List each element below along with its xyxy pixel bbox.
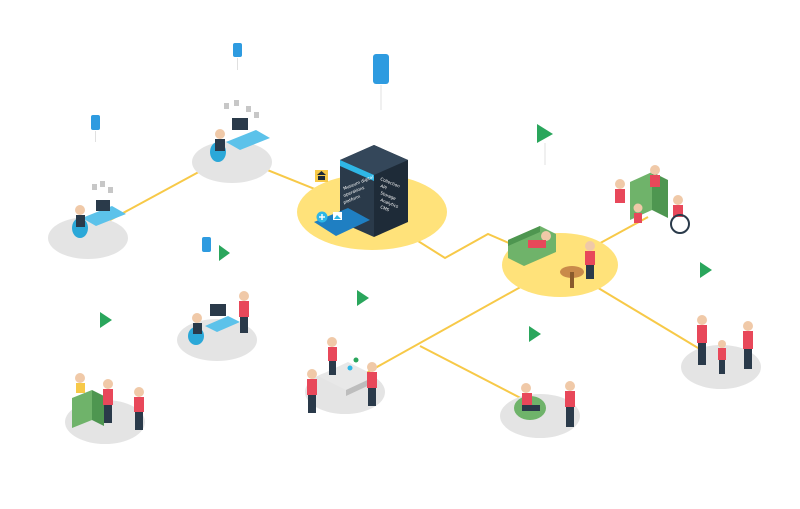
platform-desk-top [192,141,272,183]
doc-marker-icon [91,115,100,142]
scene-visitors [697,315,753,374]
image-icon [333,212,342,220]
server-side-2: API [380,183,388,190]
flag-marker-icon [219,245,230,261]
scene-reading [615,165,690,234]
hub-screen-panel [314,208,370,236]
flag-marker-icon [700,262,712,278]
server-accent-stripe [340,160,374,181]
scene-left-desk [72,181,126,238]
doc-marker-icon [373,54,389,110]
scene-lounge [508,226,595,288]
doc-marker-icon [202,237,211,252]
server-side-3: Storage [380,190,397,201]
server-label-3: platform [343,194,361,205]
doc-marker-icon [233,43,242,70]
flag-marker-icon [357,290,369,306]
scene-mid-desk [188,291,249,345]
flag-marker-icon [100,312,112,328]
scene-workshop [307,337,377,413]
scene-beanbag [514,381,575,427]
server-side-5: CMS [380,204,391,212]
markers [91,43,712,342]
platform-left-desk [48,217,128,259]
server-side-4: Analytics [380,197,400,209]
central-server: Museum digital operations platform Colle… [314,145,408,237]
museum-icon [315,170,328,182]
scene-reception [72,373,144,430]
scene-top-desk [210,100,270,162]
flag-marker-icon [537,124,553,165]
plus-icon [316,211,328,223]
flag-marker-icon [529,326,541,342]
